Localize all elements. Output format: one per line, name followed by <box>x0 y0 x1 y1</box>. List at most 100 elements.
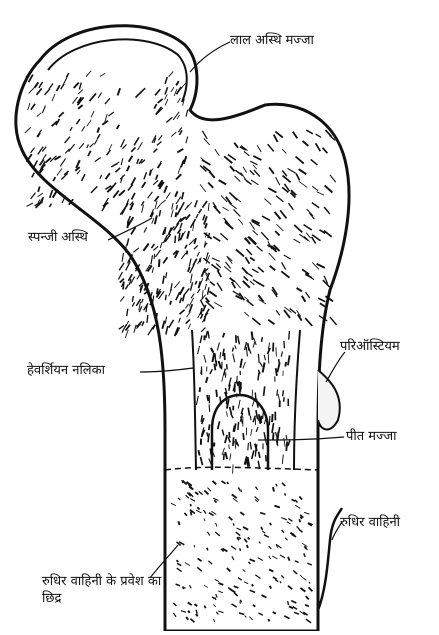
bone-outline <box>16 26 349 631</box>
trabecula-stroke <box>250 416 251 420</box>
label-vessel-foramen: रुधिर वाहिनी के प्रवेश का छिद्र <box>42 573 164 607</box>
trabecula-stroke <box>284 341 285 348</box>
leader-periosteum <box>326 352 345 382</box>
trabecula-stroke <box>252 332 253 340</box>
trabecula-stroke <box>279 427 280 432</box>
trabecula-stroke <box>233 437 234 446</box>
trabecula-stroke <box>277 390 278 396</box>
trabecula-stroke <box>286 442 287 452</box>
trabecula-stroke <box>285 493 286 495</box>
trabecula-stroke <box>165 295 166 300</box>
trabecula-stroke <box>209 404 210 411</box>
trabecula-stroke <box>209 424 210 430</box>
trabecula-stroke <box>120 297 124 302</box>
trabecula-stroke <box>299 519 300 522</box>
trabecula-stroke <box>330 317 337 325</box>
label-red-marrow: लाल अस्थि मज्जा <box>230 33 314 49</box>
trabecula-stroke <box>31 193 36 199</box>
trabecula-stroke <box>125 285 128 290</box>
trabecula-stroke <box>208 433 209 442</box>
trabecula-stroke <box>214 364 215 371</box>
trabecula-stroke <box>156 313 157 320</box>
trabecula-stroke <box>191 504 192 506</box>
trabecula-stroke <box>262 337 263 342</box>
trabecula-stroke <box>38 193 43 197</box>
trabecula-stroke <box>216 390 217 397</box>
trabecula-stroke <box>258 354 259 363</box>
trabecula-stroke <box>198 450 199 455</box>
trabecula-stroke <box>220 397 221 405</box>
trabecula-stroke <box>200 259 201 263</box>
trabecula-stroke <box>200 387 201 392</box>
trabecula-stroke <box>238 422 239 430</box>
trabecula-stroke <box>32 173 35 178</box>
trabecula-stroke <box>288 601 289 605</box>
trabecula-stroke <box>248 537 250 539</box>
trabecula-stroke <box>233 464 234 473</box>
trabecula-stroke <box>175 236 176 243</box>
trabecula-stroke <box>178 521 179 525</box>
trabecula-stroke <box>142 321 144 325</box>
yellow-marrow-region <box>212 395 268 470</box>
trabecula-stroke <box>127 309 128 316</box>
trabecula-stroke <box>170 301 171 305</box>
trabecula-stroke <box>153 325 156 330</box>
trabecula-stroke <box>269 416 270 426</box>
label-periosteum: परिऑस्टियम <box>340 339 400 355</box>
trabecula-stroke <box>240 548 241 551</box>
trabecula-stroke <box>285 362 286 367</box>
trabecula-stroke <box>233 523 234 525</box>
trabecula-stroke <box>236 439 237 445</box>
trabecula-stroke <box>276 347 277 356</box>
trabecula-stroke <box>224 454 225 460</box>
trabecula-stroke <box>261 417 262 423</box>
trabecula-stroke <box>241 490 242 492</box>
trabecula-stroke <box>194 545 195 547</box>
label-haversian-canal: हेवर्शियन नलिका <box>27 363 105 379</box>
trabecula-stroke <box>270 523 271 526</box>
trabecula-stroke <box>53 190 57 198</box>
periosteum-flap <box>318 370 340 429</box>
label-blood-vessel: रुधिर वाहिनी <box>340 515 400 531</box>
trabecula-stroke <box>207 395 208 401</box>
trabecula-stroke <box>142 299 144 303</box>
trabecula-stroke <box>266 455 267 461</box>
trabecula-stroke <box>247 545 248 548</box>
trabecula-stroke <box>264 386 265 395</box>
trabecula-stroke <box>125 330 128 338</box>
trabecula-stroke <box>276 368 277 376</box>
trabecula-stroke <box>49 204 51 207</box>
trabecula-stroke <box>289 331 290 340</box>
trabecula-stroke <box>273 433 274 440</box>
blood-vessel-line <box>318 508 342 610</box>
trabecula-stroke <box>132 296 133 302</box>
trabecula-stroke <box>131 277 135 284</box>
trabecula-stroke <box>268 354 269 363</box>
trabecula-stroke <box>233 426 234 432</box>
trabecula-stroke <box>252 584 253 586</box>
trabecula-stroke <box>132 302 135 306</box>
label-spongy-bone: स्पन्जी अस्थि <box>28 230 88 246</box>
trabecula-stroke <box>201 308 202 315</box>
trabecula-stroke <box>126 245 127 253</box>
trabecula-stroke <box>187 251 188 255</box>
trabecula-stroke <box>159 259 160 267</box>
trabecula-stroke <box>176 212 177 217</box>
trabecula-stroke <box>214 619 215 622</box>
trabecula-stroke <box>38 187 40 192</box>
trabecula-stroke <box>157 288 158 294</box>
trabecula-stroke <box>210 448 211 454</box>
trabecula-stroke <box>134 325 136 333</box>
trabecula-stroke <box>143 276 144 280</box>
trabecula-stroke <box>258 373 259 381</box>
trabecula-stroke <box>268 619 269 621</box>
trabecula-stroke <box>154 254 155 259</box>
trabecula-stroke <box>279 359 280 364</box>
trabecula-stroke <box>122 253 123 262</box>
trabecula-stroke <box>118 272 122 280</box>
trabecula-stroke <box>283 390 284 396</box>
trabecula-stroke <box>119 326 124 330</box>
trabecula-stroke <box>255 393 256 402</box>
